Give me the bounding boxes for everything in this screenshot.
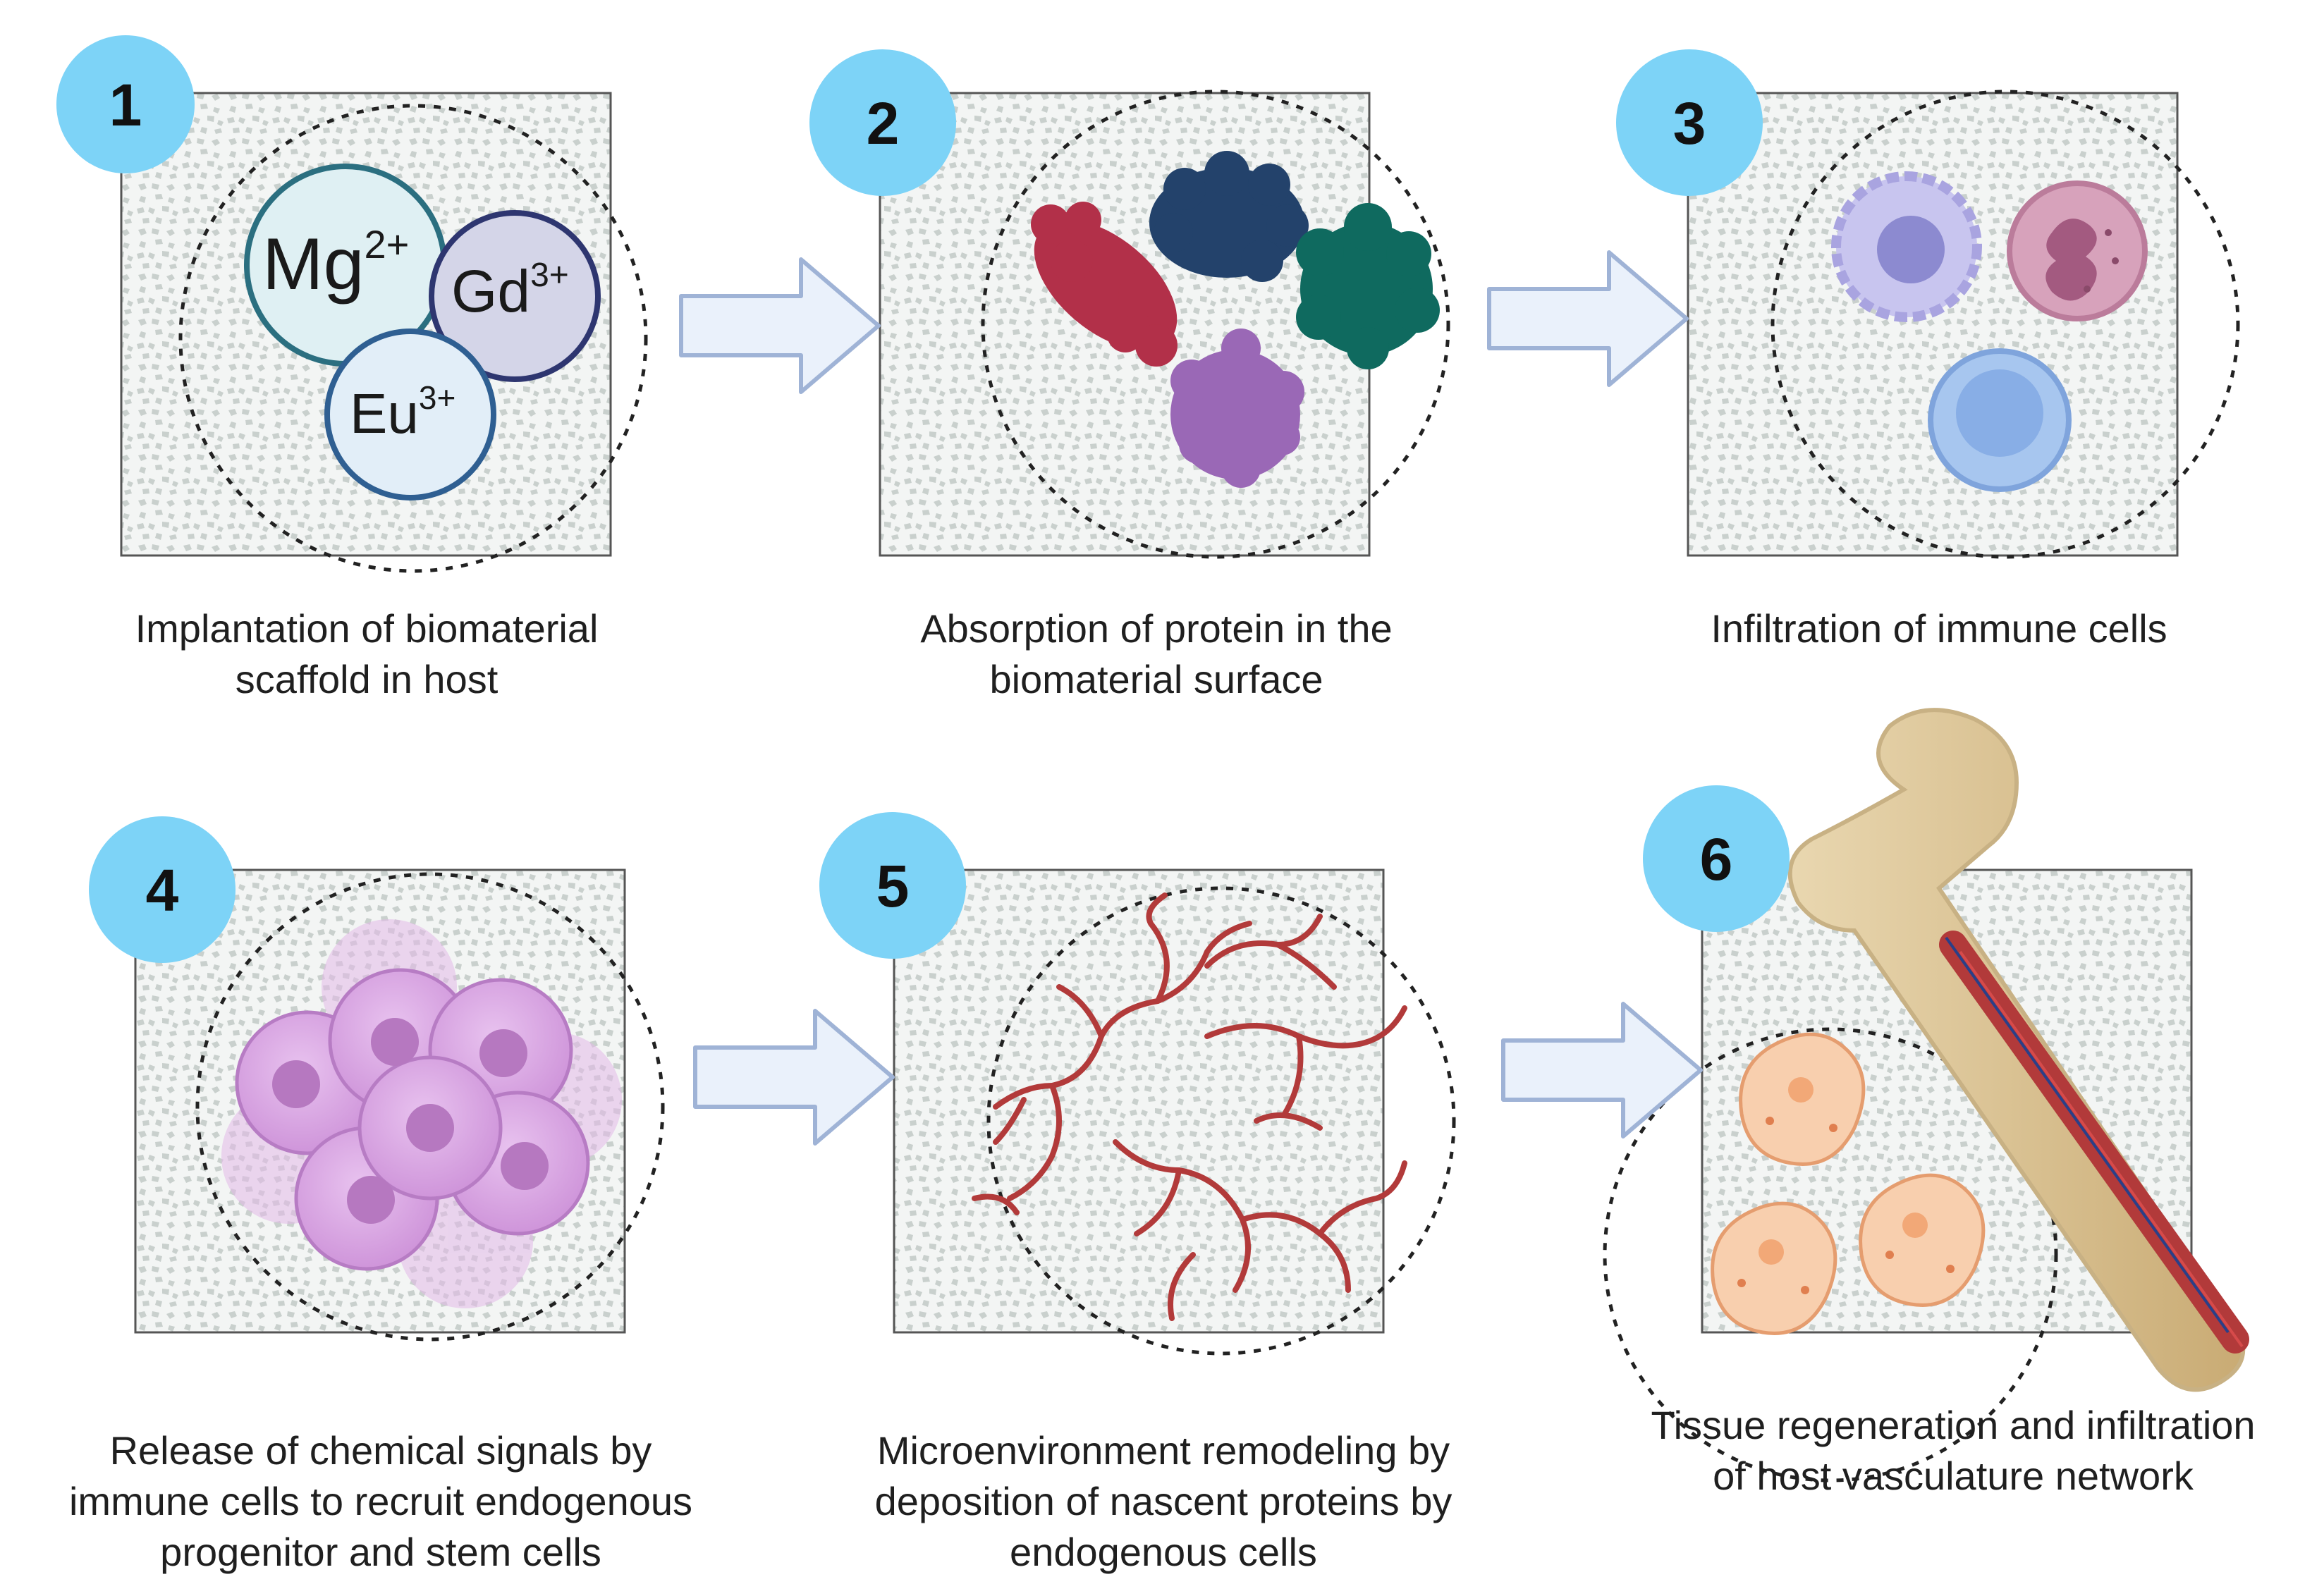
panel-1-focus-circle — [178, 104, 648, 573]
caption-step-5-line-1: Microenvironment remodeling by — [876, 1428, 1450, 1473]
ion-mg: Mg2+ — [244, 164, 447, 367]
step-number-2: 2 — [867, 90, 900, 156]
svg-text:Gd3+: Gd3+ — [451, 257, 569, 324]
ion-eu-charge: 3+ — [419, 379, 455, 416]
caption-step-6: Tissue regeneration and infiltration of … — [1594, 1400, 2313, 1502]
panel-5-focus-circle — [986, 886, 1456, 1356]
caption-step-6-line-2: of host vasculature network — [1713, 1454, 2194, 1498]
arrow-step-4-to-5 — [693, 1009, 895, 1146]
neutrophil-cell — [2007, 180, 2148, 321]
svg-text:Eu3+: Eu3+ — [350, 379, 455, 445]
step-number-5: 5 — [876, 853, 910, 919]
panel-6-focus-circle — [1603, 1027, 2058, 1483]
caption-step-5: Microenvironment remodeling by depositio… — [818, 1425, 1509, 1578]
step-badge-5: 5 — [819, 812, 966, 959]
caption-step-1: Implantation of biomaterial scaffold in … — [56, 603, 677, 705]
arrow-step-1-to-2 — [679, 257, 881, 394]
caption-step-3: Infiltration of immune cells — [1622, 603, 2256, 654]
panel-3-scaffold — [1687, 92, 2179, 557]
panel-4-focus-circle — [195, 872, 665, 1342]
step-number-3: 3 — [1673, 90, 1706, 156]
regenerated-tissue-cells — [1711, 1032, 1986, 1335]
stem-cell-cluster — [221, 919, 622, 1308]
arrow-step-2-to-3 — [1487, 250, 1689, 387]
svg-text:Mg2+: Mg2+ — [262, 222, 409, 305]
step-badge-4: 4 — [89, 816, 236, 963]
step-badge-6: 6 — [1643, 785, 1790, 932]
ion-mg-label: Mg — [262, 223, 364, 305]
ion-eu: Eu3+ — [324, 329, 496, 501]
caption-step-3-line-1: Infiltration of immune cells — [1711, 606, 2167, 651]
caption-step-2-line-2: biomaterial surface — [989, 657, 1323, 701]
lymphocyte-cell — [1928, 348, 2072, 492]
caption-step-5-line-3: endogenous cells — [1010, 1530, 1317, 1574]
caption-step-4-line-3: progenitor and stem cells — [160, 1530, 601, 1574]
panel-2-focus-circle — [981, 90, 1450, 559]
ion-eu-label: Eu — [350, 382, 419, 445]
step-number-6: 6 — [1700, 826, 1733, 892]
protein-teal — [1296, 203, 1440, 369]
caption-step-1-line-1: Implantation of biomaterial — [135, 606, 599, 651]
caption-step-5-line-2: deposition of nascent proteins by — [874, 1479, 1452, 1523]
panel-3-focus-circle — [1770, 90, 2240, 559]
protein-navy — [1149, 151, 1309, 282]
protein-red — [1031, 202, 1178, 367]
caption-step-4: Release of chemical signals by immune ce… — [14, 1425, 747, 1578]
ion-mg-charge: 2+ — [364, 222, 409, 266]
ion-gd-charge: 3+ — [530, 257, 569, 294]
caption-step-2: Absorption of protein in the biomaterial… — [832, 603, 1481, 705]
step-badge-2: 2 — [809, 49, 956, 196]
caption-step-4-line-1: Release of chemical signals by — [109, 1428, 652, 1473]
step-badge-1: 1 — [56, 35, 195, 173]
step-number-4: 4 — [146, 857, 179, 923]
macrophage-cell — [1831, 171, 1982, 322]
ion-gd-label: Gd — [451, 258, 530, 324]
femur-bone-with-vessel — [1787, 708, 2249, 1392]
ion-gd: Gd3+ — [429, 210, 601, 382]
protein-purple — [1170, 329, 1304, 488]
step-badge-3: 3 — [1616, 49, 1763, 196]
panel-5-scaffold — [893, 868, 1385, 1334]
caption-step-4-line-2: immune cells to recruit endogenous — [68, 1479, 693, 1523]
step-number-1: 1 — [109, 72, 142, 138]
caption-step-6-line-1: Tissue regeneration and infiltration — [1651, 1403, 2256, 1447]
caption-step-1-line-2: scaffold in host — [235, 657, 499, 701]
arrow-step-5-to-6 — [1501, 1002, 1703, 1138]
nascent-vessel-network — [972, 892, 1407, 1321]
caption-step-2-line-1: Absorption of protein in the — [920, 606, 1393, 651]
